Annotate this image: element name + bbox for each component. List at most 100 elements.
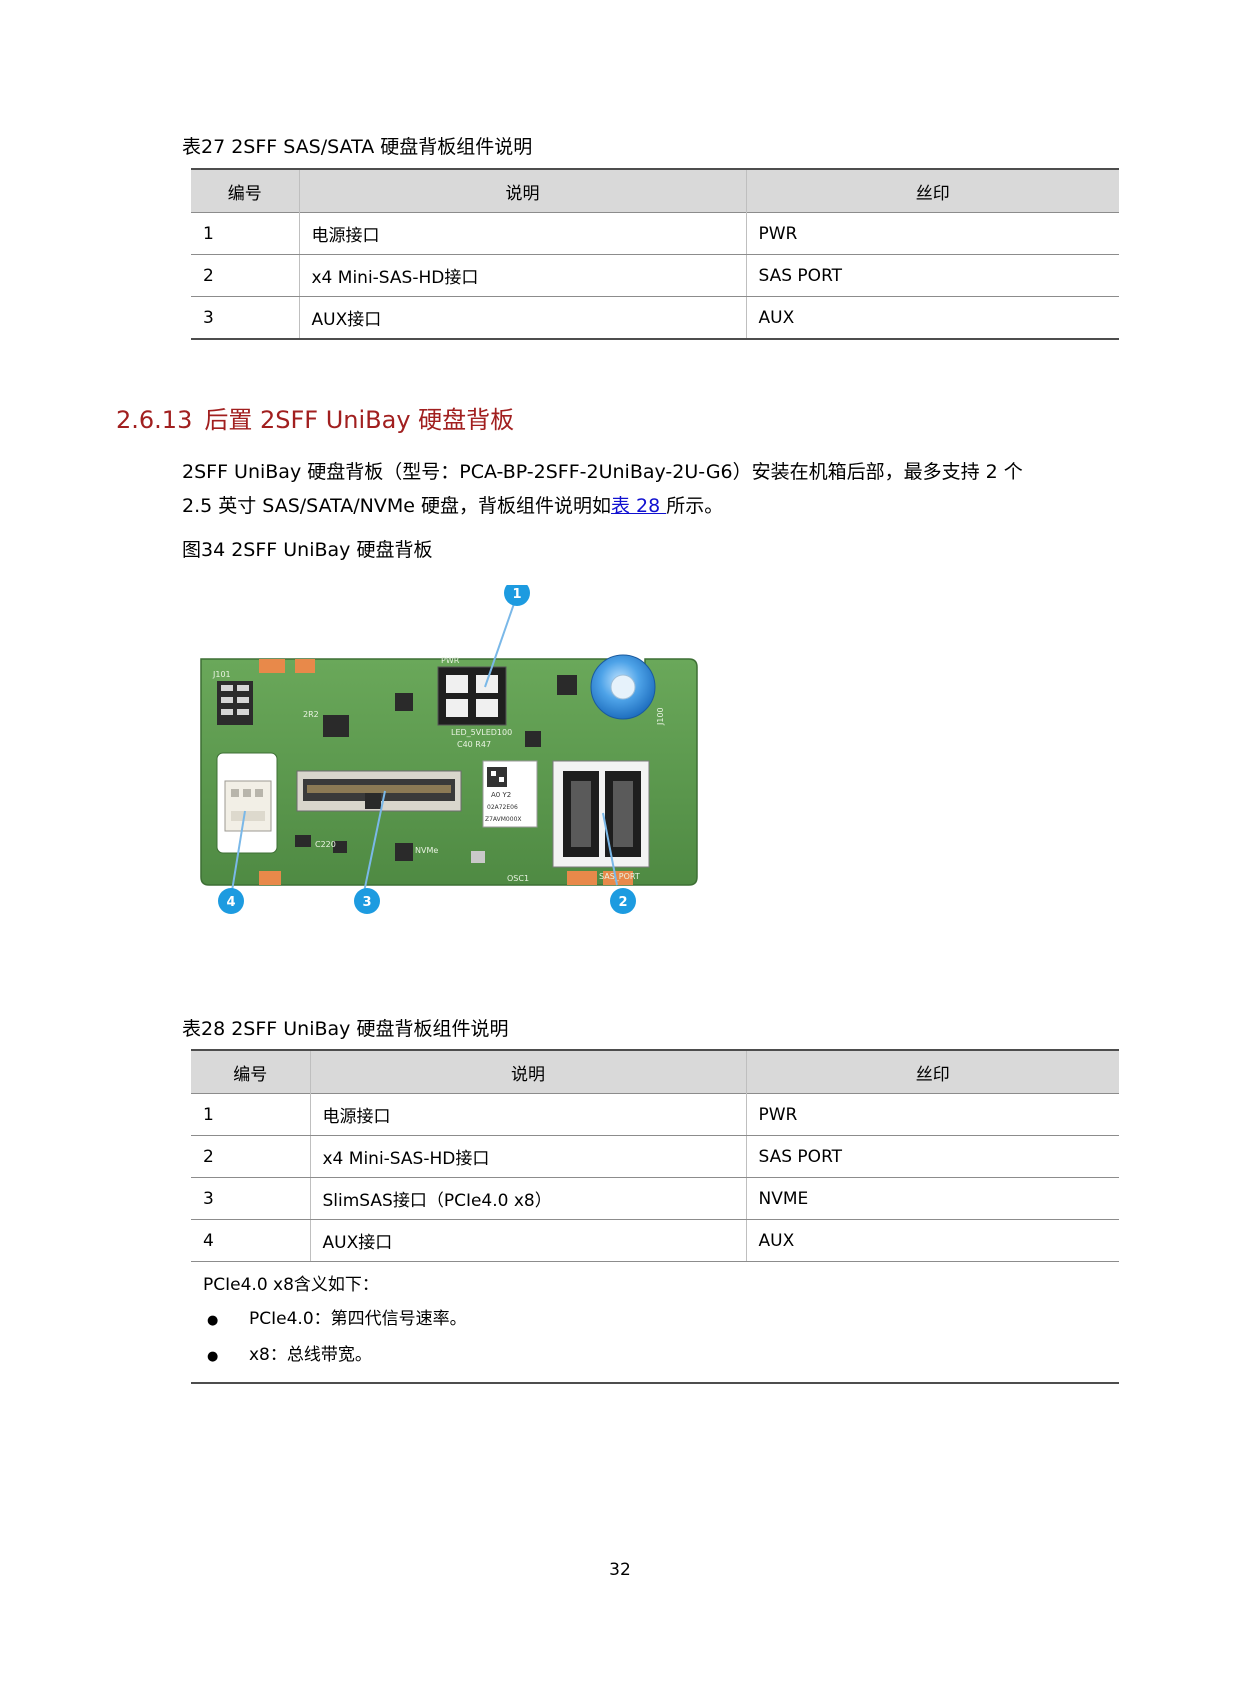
slimsas-connector <box>296 770 462 812</box>
svg-text:OSC1: OSC1 <box>507 874 529 883</box>
ic-chip <box>365 793 381 809</box>
svg-text:1: 1 <box>512 587 521 602</box>
table-row: 1 电源接口 PWR <box>191 212 1119 255</box>
ic-chip <box>525 731 541 747</box>
table28-link[interactable]: 表 28 <box>610 495 667 517</box>
column-header-description: 说明 <box>309 1050 747 1094</box>
svg-text:A0 Y2: A0 Y2 <box>491 791 511 799</box>
cell-silkscreen: PWR <box>745 212 1119 255</box>
svg-text:NVMe: NVMe <box>415 846 438 855</box>
svg-text:4: 4 <box>226 895 235 910</box>
pin-header <box>217 681 253 725</box>
column-header-silkscreen: 丝印 <box>745 1050 1119 1094</box>
mounting-pad <box>567 871 597 885</box>
cell-silkscreen: PWR <box>745 1093 1119 1136</box>
table-header-row: 编号 说明 丝印 <box>191 169 1119 213</box>
ic-chip <box>557 675 577 695</box>
note-bullet-text: PCIe4.0：第四代信号速率。 <box>249 1309 467 1329</box>
sas-port-connector <box>552 760 650 868</box>
section-heading: 2.6.13 后置 2SFF UniBay 硬盘背板 <box>116 400 514 435</box>
callout-2: 2 <box>610 888 636 914</box>
svg-text:SAS_PORT: SAS_PORT <box>599 872 640 881</box>
paragraph-line-2: 2.5 英寸 SAS/SATA/NVMe 硬盘，背板组件说明如表 28 所示。 <box>182 489 1023 523</box>
table-row: 3 SlimSAS接口（PCIe4.0 x8） NVME <box>191 1177 1119 1220</box>
column-header-number: 编号 <box>191 169 300 213</box>
table-header-row: 编号 说明 丝印 <box>191 1050 1119 1094</box>
svg-text:LED_5VLED100: LED_5VLED100 <box>451 728 512 737</box>
table-row: 3 AUX接口 AUX <box>191 296 1119 340</box>
paragraph-text: 2.5 英寸 SAS/SATA/NVMe 硬盘，背板组件说明如 <box>182 495 611 517</box>
table-row: 2 x4 Mini-SAS-HD接口 SAS PORT <box>191 254 1119 297</box>
body-paragraph: 2SFF UniBay 硬盘背板（型号：PCA-BP-2SFF-2UniBay-… <box>182 455 1023 523</box>
cell-number: 4 <box>191 1219 311 1262</box>
callout-3: 3 <box>354 888 380 914</box>
table28-caption: 表28 2SFF UniBay 硬盘背板组件说明 <box>182 1018 509 1040</box>
mounting-pad <box>603 871 633 885</box>
table-row: 2 x4 Mini-SAS-HD接口 SAS PORT <box>191 1135 1119 1178</box>
ic-chip <box>323 715 349 737</box>
mounting-pad <box>295 659 315 673</box>
cell-description: x4 Mini-SAS-HD接口 <box>309 1135 747 1178</box>
mounting-pad <box>259 871 281 885</box>
svg-text:PWR: PWR <box>441 656 460 665</box>
callout-4: 4 <box>218 888 244 914</box>
column-header-description: 说明 <box>298 169 747 213</box>
product-label <box>482 760 538 828</box>
table27-caption: 表27 2SFF SAS/SATA 硬盘背板组件说明 <box>182 136 533 158</box>
svg-text:C220: C220 <box>315 840 336 849</box>
svg-text:C40 R47: C40 R47 <box>457 740 491 749</box>
backplane-figure: J101 PWR LED_5VLED100 C40 R47 SAS_PORT N… <box>200 585 698 914</box>
cell-silkscreen: NVME <box>745 1177 1119 1220</box>
paragraph-text: 所示。 <box>666 495 724 517</box>
column-header-number: 编号 <box>191 1050 311 1094</box>
table-note: PCIe4.0 x8含义如下： ● PCIe4.0：第四代信号速率。 ●x8：总线… <box>191 1261 1119 1384</box>
mounting-pad <box>259 659 285 673</box>
cell-silkscreen: AUX <box>745 1219 1119 1262</box>
cell-silkscreen: AUX <box>745 296 1119 340</box>
pwr-connector <box>437 666 507 726</box>
cell-number: 1 <box>191 212 300 255</box>
table-note-row: PCIe4.0 x8含义如下： ● PCIe4.0：第四代信号速率。 ●x8：总线… <box>191 1261 1119 1384</box>
cell-description: SlimSAS接口（PCIe4.0 x8） <box>309 1177 747 1220</box>
ic-chip <box>295 835 311 847</box>
svg-text:2: 2 <box>618 895 627 910</box>
svg-text:Z7AVM000X: Z7AVM000X <box>485 816 522 823</box>
column-header-silkscreen: 丝印 <box>745 169 1119 213</box>
ic-chip <box>471 851 485 863</box>
figure-caption: 图34 2SFF UniBay 硬盘背板 <box>182 539 433 561</box>
svg-text:J101: J101 <box>212 670 231 679</box>
cell-silkscreen: SAS PORT <box>745 254 1119 297</box>
section-number: 2.6.13 <box>116 406 193 434</box>
table27: 编号 说明 丝印 1 电源接口 PWR 2 x4 Mini-SAS-HD接口 S… <box>191 168 1119 340</box>
cell-description: 电源接口 <box>309 1093 747 1136</box>
note-intro: PCIe4.0 x8含义如下： <box>203 1275 379 1295</box>
ic-chip <box>395 843 413 861</box>
svg-text:3: 3 <box>362 895 371 910</box>
section-title: 后置 2SFF UniBay 硬盘背板 <box>204 406 515 434</box>
table-row: 4 AUX接口 AUX <box>191 1219 1119 1262</box>
cell-silkscreen: SAS PORT <box>745 1135 1119 1178</box>
cell-number: 1 <box>191 1093 311 1136</box>
aux-connector <box>224 780 272 832</box>
callout-1: 1 <box>504 585 530 606</box>
cell-number: 2 <box>191 254 300 297</box>
cell-number: 3 <box>191 1177 311 1220</box>
svg-text:J100: J100 <box>656 707 665 726</box>
bullet-icon: ● <box>207 1313 219 1328</box>
note-bullet-item: ●x8：总线带宽。 <box>203 1338 1107 1374</box>
svg-text:2R2: 2R2 <box>303 710 319 719</box>
paragraph-line-1: 2SFF UniBay 硬盘背板（型号：PCA-BP-2SFF-2UniBay-… <box>182 461 1023 483</box>
cell-number: 2 <box>191 1135 311 1178</box>
note-bullet-text: x8：总线带宽。 <box>249 1345 372 1365</box>
cell-number: 3 <box>191 296 300 340</box>
cell-description: AUX接口 <box>309 1219 747 1262</box>
table-row: 1 电源接口 PWR <box>191 1093 1119 1136</box>
cell-description: AUX接口 <box>298 296 747 340</box>
ic-chip <box>395 693 413 711</box>
note-bullet-item: ● PCIe4.0：第四代信号速率。 <box>203 1302 1107 1338</box>
page-number: 32 <box>609 1560 631 1580</box>
cell-description: 电源接口 <box>298 212 747 255</box>
cell-description: x4 Mini-SAS-HD接口 <box>298 254 747 297</box>
table28: 编号 说明 丝印 1 电源接口 PWR 2 x4 Mini-SAS-HD接口 S… <box>191 1049 1119 1384</box>
svg-text:02A72E06: 02A72E06 <box>487 804 518 811</box>
